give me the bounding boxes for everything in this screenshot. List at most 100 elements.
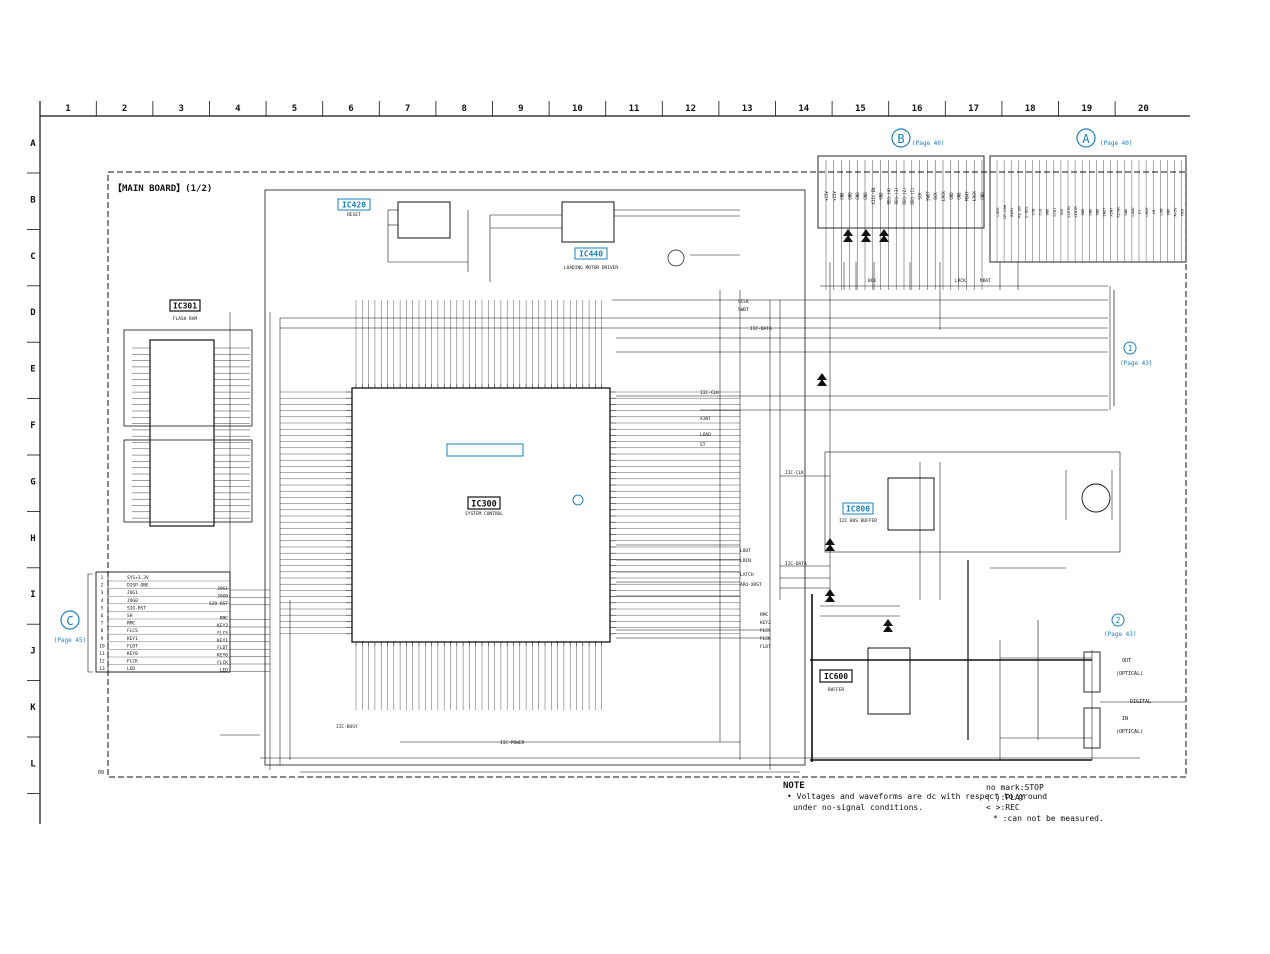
ic300-label: IC300 — [471, 500, 497, 510]
row-label: F — [30, 421, 35, 431]
column-label: 16 — [912, 104, 923, 114]
note-line2: under no-signal conditions. — [793, 803, 924, 812]
connector-c-pin: FLCS — [127, 628, 138, 634]
board-title: 【MAIN BOARD】(1/2) — [113, 183, 212, 194]
signal-label: IIC-DATA — [750, 326, 772, 332]
row-label: I — [30, 590, 35, 600]
connector-2-page: (Page 43) — [1104, 631, 1137, 638]
connector-c-pin: JOG0 — [127, 598, 138, 604]
connector-c-signal: FLCK — [217, 660, 228, 666]
connector-1-num: 1 — [1128, 344, 1133, 353]
svg-text:11: 11 — [99, 651, 105, 657]
wiring — [220, 229, 1140, 773]
connector-a-pin: GND — [1087, 208, 1092, 216]
connector-a-pin: STB — [1031, 208, 1036, 216]
connector-a-pin: SWDT — [1102, 207, 1107, 217]
row-label: J — [30, 647, 35, 657]
connector-a-pin: MCK — [1180, 208, 1185, 216]
ic440-label: IC440 — [579, 250, 603, 259]
optical-in: IN — [1122, 716, 1128, 722]
connector-c-pin: JOG1 — [127, 590, 138, 596]
svg-text:6: 6 — [101, 613, 104, 619]
column-label: 19 — [1081, 104, 1092, 114]
optical-out: OUT — [1122, 658, 1131, 664]
connector-c-pin: FLCK — [127, 659, 138, 665]
signal-label: LOAD — [700, 432, 711, 438]
row-label: A — [30, 139, 36, 149]
row-label: D — [30, 308, 36, 318]
optical-label-1: (OPTICAL) — [1116, 671, 1143, 677]
column-label: 20 — [1138, 104, 1149, 114]
signal-label: IIC-CLK — [785, 470, 804, 476]
column-label: 11 — [629, 104, 640, 114]
connector-a-pin: D-BUS — [1023, 206, 1028, 218]
column-label: 6 — [348, 104, 353, 114]
connector-b-pin: REQ-(3) — [894, 188, 899, 205]
connector-a-pin: LOW — [1158, 208, 1163, 216]
ic600-chip: IC600 BUFFER — [810, 560, 1092, 762]
signal-label: BCK — [868, 278, 876, 284]
svg-text:2: 2 — [101, 583, 104, 589]
connector-b-pin: LRCK — [972, 191, 977, 201]
connector-b-pin: MDAT — [964, 191, 969, 201]
connector-c-page: (Page 45) — [54, 637, 87, 644]
connector-b-letter: B — [897, 132, 904, 146]
connector-a-pin: ST — [1137, 209, 1142, 214]
legend-stop: no mark:STOP — [986, 783, 1044, 792]
connector-b-pin: LRCK — [941, 191, 946, 201]
connector-c-pin: LED — [127, 666, 135, 672]
connector-a-pin: BUSY — [1009, 207, 1014, 217]
connector-b-pin: GND — [957, 192, 962, 200]
column-label: 15 — [855, 104, 866, 114]
connector-b-pin: REQ-(4) — [886, 188, 891, 205]
column-label: 5 — [292, 104, 297, 114]
column-label: 13 — [742, 104, 753, 114]
svg-text:8: 8 — [101, 628, 104, 634]
connector-c-pin: KEY0 — [127, 651, 138, 657]
ic600-desc: BUFFER — [828, 687, 845, 693]
ic300-chip: IC300 SYSTEM CONTROL — [280, 300, 740, 710]
legend-rec: < >:REC — [986, 803, 1020, 812]
connector-a-pin: XLRTN — [1066, 206, 1071, 218]
ic301-desc: FLASH RAM — [173, 316, 198, 322]
row-label: K — [30, 703, 36, 713]
signal-label: LRIN — [740, 558, 751, 564]
ic300-desc: SYSTEM CONTROL — [465, 511, 503, 517]
svg-text:1: 1 — [101, 575, 104, 581]
signal-label: SWDT — [738, 307, 749, 313]
signal-label: IIC-POWER — [500, 740, 525, 746]
connector-b-pin: +15V — [824, 191, 829, 201]
ic600-label: IC600 — [824, 672, 848, 681]
signal-label: FLDT — [760, 644, 771, 650]
connector-c-signal: FLDT — [217, 645, 228, 651]
svg-text:12: 12 — [99, 659, 105, 665]
connector-a-pin: LR-LOW — [1002, 204, 1007, 218]
connector-a-pin: GND — [1080, 208, 1085, 216]
connector-c-pin: SIO-RST — [127, 605, 146, 611]
legend-play: ( ):PLAY — [986, 793, 1025, 802]
row-label: C — [30, 252, 35, 262]
ic420-label: IC420 — [342, 201, 366, 210]
note-line1: • Voltages and waveforms are dc with res… — [787, 792, 1048, 801]
connector-b-page: (Page 40) — [912, 140, 945, 147]
connector-2: 2 (Page 43) — [1104, 613, 1137, 638]
board-outline — [107, 171, 1187, 778]
signal-label: FLCS — [760, 628, 771, 634]
connector-a-pin: LOCK — [995, 207, 1000, 217]
note-heading: NOTE — [783, 781, 805, 791]
connector-c-pin: RMC — [127, 621, 135, 627]
connector-b-pin: GND — [879, 192, 884, 200]
optical-connectors: (OPTICAL) (OPTICAL) OUT IN DIGITAL — [1083, 651, 1186, 749]
connector-b-pin: SWDT — [925, 191, 930, 201]
column-label: 2 — [122, 104, 127, 114]
ic800-label: IC800 — [846, 505, 870, 514]
column-label: 8 — [461, 104, 466, 114]
row-label: L — [30, 759, 36, 769]
connector-c-signal: LED — [220, 667, 228, 673]
svg-text:9: 9 — [101, 636, 104, 642]
signal-label: IIC-BUSY — [336, 724, 358, 730]
connector-b-pin: GND — [847, 192, 852, 200]
signal-label: FLCK — [760, 636, 771, 642]
